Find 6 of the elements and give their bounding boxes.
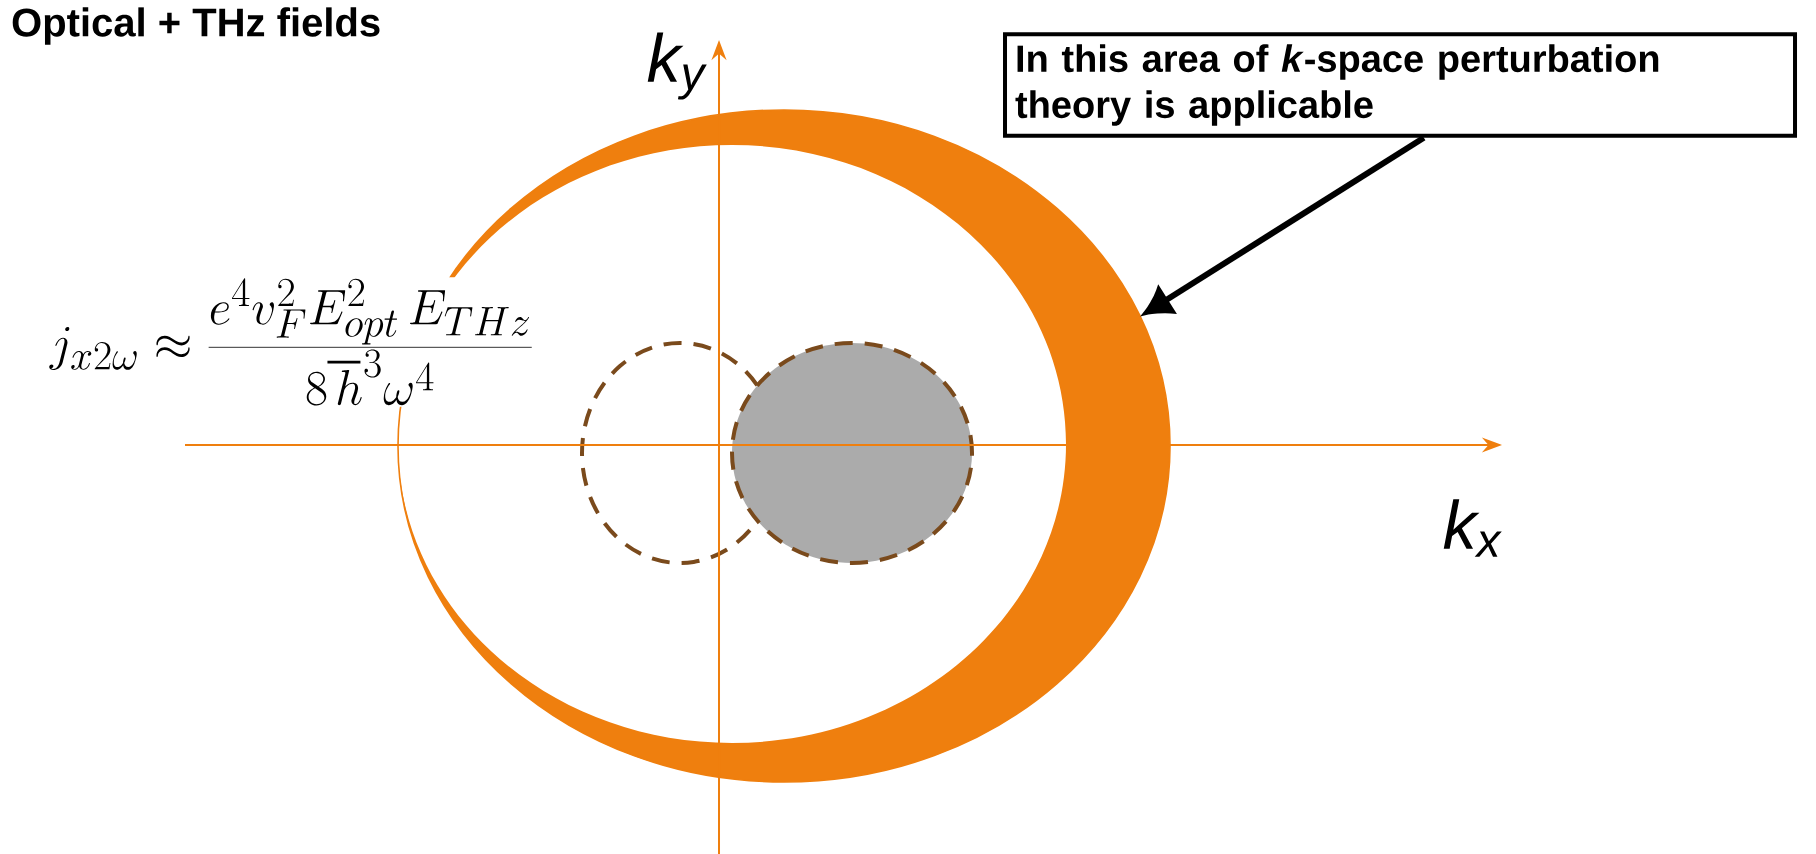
title: Optical + THz fields [12, 7, 380, 45]
axis-label: k$_{x}$ [1443, 499, 1502, 557]
formula: $j_{x2\omega} \approx \frac{e^4 v_F^2 E_{opt}^2\, E_{THz}}{8\hbar^3 \omega^4}$ [47, 277, 537, 407]
callout-box: In this area of k-space perturbation theory is applicable [1003, 32, 1797, 138]
shaded-circle [730, 341, 974, 565]
axis-label: k$_{y}$ [647, 32, 707, 100]
